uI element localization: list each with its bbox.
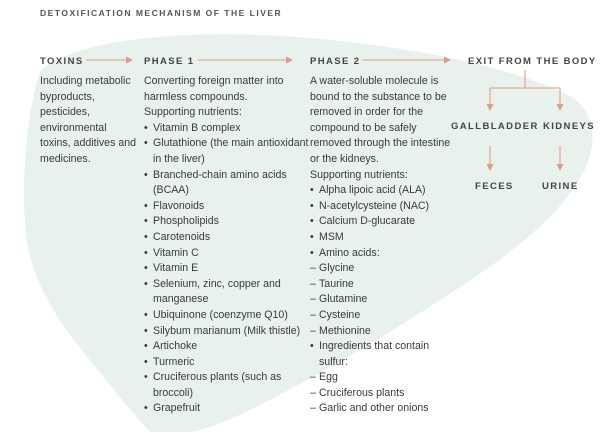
phase1-heading: PHASE 1 <box>144 56 195 67</box>
nutrient-subitem: Cysteine <box>310 308 460 324</box>
nutrient-item: Cruciferous plants (such as broccoli) <box>144 370 312 401</box>
nutrient-item: Phospholipids <box>144 214 312 230</box>
arrowhead-gallbladder <box>486 104 494 111</box>
nutrient-item: Vitamin B complex <box>144 121 312 137</box>
phase1-intro: Converting foreign matter into harmless … <box>144 75 284 103</box>
nutrient-item: Carotenoids <box>144 230 312 246</box>
phase2-column: A water-soluble molecule is bound to the… <box>310 74 460 417</box>
phase1-nutrient-list: Vitamin B complexGlutathione (the main a… <box>144 121 312 417</box>
nutrient-item: Selenium, zinc, copper and manganese <box>144 277 312 308</box>
arrowhead-phase2 <box>286 56 293 64</box>
phase1-support-label: Supporting nutrients: <box>144 106 242 119</box>
nutrient-item: Calcium D-glucarate <box>310 214 460 230</box>
exit-heading: EXIT FROM THE BODY <box>468 56 597 67</box>
phase2-nutrient-list: Alpha lipoic acid (ALA)N-acetylcysteine … <box>310 183 460 417</box>
phase2-intro: A water-soluble molecule is bound to the… <box>310 75 451 165</box>
urine-label: URINE <box>542 181 579 192</box>
toxins-heading: TOXINS <box>40 56 84 67</box>
toxins-description: Including metabolic byproducts, pesticid… <box>40 75 136 165</box>
nutrient-item: Alpha lipoic acid (ALA) <box>310 183 460 199</box>
nutrient-item: Grapefruit <box>144 401 312 417</box>
kidneys-label: KIDNEYS <box>543 121 596 132</box>
diagram-title: DETOXIFICATION MECHANISM OF THE LIVER <box>40 8 283 18</box>
nutrient-item: MSM <box>310 230 460 246</box>
nutrient-item: Glutathione (the main antioxidant in the… <box>144 136 312 167</box>
arrowhead-phase1 <box>126 56 133 64</box>
phase1-column: Converting foreign matter into harmless … <box>144 74 312 417</box>
feces-label: FECES <box>475 181 514 192</box>
phase2-support-label: Supporting nutrients: <box>310 168 408 181</box>
phase2-heading: PHASE 2 <box>310 56 361 67</box>
nutrient-item: Amino acids: <box>310 246 460 262</box>
nutrient-subitem: Methionine <box>310 324 460 340</box>
nutrient-item: Ingredients that contain sulfur: <box>310 339 460 370</box>
nutrient-item: Ubiquinone (coenzyme Q10) <box>144 308 312 324</box>
nutrient-item: N-acetylcysteine (NAC) <box>310 199 460 215</box>
nutrient-item: Artichoke <box>144 339 312 355</box>
gallbladder-label: GALLBLADDER <box>451 121 539 132</box>
nutrient-subitem: Glutamine <box>310 292 460 308</box>
nutrient-subitem: Taurine <box>310 277 460 293</box>
nutrient-item: Branched-chain amino acids (BCAA) <box>144 168 312 199</box>
arrowhead-feces <box>486 164 494 171</box>
arrowhead-urine <box>556 164 564 171</box>
arrowhead-kidneys <box>556 104 564 111</box>
nutrient-subitem: Egg <box>310 370 460 386</box>
nutrient-item: Vitamin E <box>144 261 312 277</box>
nutrient-subitem: Cruciferous plants <box>310 386 460 402</box>
nutrient-subitem: Garlic and other onions <box>310 401 460 417</box>
arrowhead-exit <box>444 56 451 64</box>
arrow-exit-branch <box>489 70 561 106</box>
nutrient-item: Vitamin C <box>144 246 312 262</box>
nutrient-item: Silybum marianum (Milk thistle) <box>144 324 312 340</box>
nutrient-subitem: Glycine <box>310 261 460 277</box>
nutrient-item: Turmeric <box>144 355 312 371</box>
toxins-column: Including metabolic byproducts, pesticid… <box>40 74 140 168</box>
nutrient-item: Flavonoids <box>144 199 312 215</box>
